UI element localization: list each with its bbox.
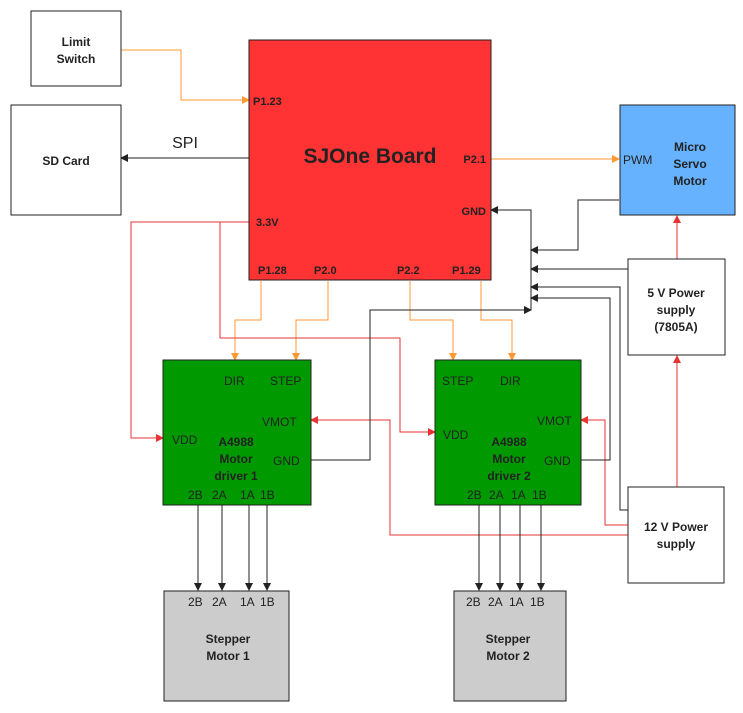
d1-pin-1a: 1A (240, 488, 255, 502)
psu-5v-label-2: supply (657, 303, 696, 317)
d2-pin-step: STEP (442, 374, 473, 388)
sd-card-label: SD Card (42, 154, 89, 168)
d2-pin-1a: 1A (511, 488, 526, 502)
psu-12v-label-1: 12 V Power (644, 520, 708, 534)
s2-pin-1b: 1B (530, 595, 545, 609)
d1-pin-1b: 1B (260, 488, 275, 502)
psu-12v-block: 12 V Power supply (627, 486, 725, 584)
motor-driver-1-block: DIR STEP VMOT VDD GND A4988 Motor driver… (162, 359, 312, 506)
wire-gnd-bus (490, 206, 532, 310)
d2-pin-2b: 2B (467, 488, 482, 502)
limit-switch-block: Limit Switch (30, 10, 122, 87)
d1-pin-gnd: GND (273, 454, 300, 468)
sjone-board-block: SJOne Board P1.23 P2.1 GND 3.3V P1.28 P2… (248, 39, 492, 281)
d1-label-3: driver 1 (214, 469, 258, 483)
wire-3v3-to-vdd2 (219, 222, 436, 436)
pin-p21: P2.1 (463, 154, 486, 166)
d2-pin-vmot: VMOT (537, 414, 572, 428)
s1-pin-1b: 1B (260, 595, 275, 609)
s1-label-2: Motor 1 (206, 649, 250, 663)
motor-driver-2-block: STEP DIR VMOT VDD GND A4988 Motor driver… (434, 359, 582, 506)
d1-label-1: A4988 (218, 435, 254, 449)
psu-5v-label-1: 5 V Power (647, 286, 705, 300)
wire-12v-to-vmot2 (580, 416, 628, 526)
servo-label-2: Servo (673, 157, 706, 171)
wire-12v-gnd (530, 283, 628, 511)
wire-driver2-gnd (530, 294, 611, 461)
wire-12v-to-vmot1 (310, 416, 628, 536)
d2-pin-gnd: GND (544, 454, 571, 468)
s2-pin-2b: 2B (466, 595, 481, 609)
d1-pin-vdd: VDD (172, 433, 198, 447)
pin-p129: P1.29 (452, 265, 481, 277)
s2-label-2: Motor 2 (486, 649, 530, 663)
pin-p123: P1.23 (253, 96, 282, 108)
servo-label-3: Motor (673, 174, 707, 188)
d2-label-1: A4988 (491, 435, 527, 449)
servo-motor-block: PWM Micro Servo Motor (619, 104, 736, 216)
stepper-motor-1-block: 2B 2A 1A 1B Stepper Motor 1 (163, 590, 290, 702)
wire-p128-to-dir1 (231, 281, 262, 361)
wire-3v3-to-vdd1 (130, 221, 249, 442)
d1-pin-2b: 2B (188, 488, 203, 502)
d2-label-3: driver 2 (487, 469, 531, 483)
d2-pin-2a: 2A (489, 488, 504, 502)
psu-5v-label-3: (7805A) (654, 320, 697, 334)
d1-label-2: Motor (219, 452, 253, 466)
d1-pin-step: STEP (270, 374, 301, 388)
pin-3v3: 3.3V (256, 217, 279, 229)
wire-p22-to-step2 (409, 281, 457, 361)
pin-p128: P1.28 (258, 265, 287, 277)
s1-pin-2a: 2A (212, 595, 227, 609)
d2-pin-dir: DIR (500, 374, 521, 388)
d1-pin-vmot: VMOT (262, 415, 297, 429)
s2-label-1: Stepper (486, 632, 531, 646)
pin-p22: P2.2 (397, 265, 420, 277)
wire-servo-gnd (530, 199, 619, 254)
d2-pin-vdd: VDD (443, 428, 469, 442)
wire-limit-to-p123 (121, 49, 250, 104)
d1-pin-2a: 2A (212, 488, 227, 502)
spi-edge-label: SPI (172, 135, 198, 152)
sjone-title: SJOne Board (303, 145, 436, 168)
d1-pin-dir: DIR (224, 374, 245, 388)
s1-pin-2b: 2B (188, 595, 203, 609)
s1-label-1: Stepper (206, 632, 251, 646)
s2-pin-2a: 2A (488, 595, 503, 609)
s2-pin-1a: 1A (509, 595, 524, 609)
sd-card-block: SD Card (10, 104, 122, 216)
s1-pin-1a: 1A (240, 595, 255, 609)
psu-5v-block: 5 V Power supply (7805A) (627, 258, 726, 356)
pin-gnd: GND (462, 206, 487, 218)
servo-pwm-pin: PWM (623, 153, 652, 167)
d2-pin-1b: 1B (532, 488, 547, 502)
psu-12v-label-2: supply (657, 537, 696, 551)
limit-switch-label-2: Switch (57, 52, 96, 66)
wire-p129-to-dir2 (480, 281, 516, 361)
d2-label-2: Motor (492, 452, 526, 466)
stepper-motor-2-block: 2B 2A 1A 1B Stepper Motor 2 (453, 590, 567, 702)
pin-p20: P2.0 (314, 265, 337, 277)
wire-p20-to-step1 (292, 281, 329, 361)
limit-switch-label-1: Limit (62, 35, 91, 49)
servo-label-1: Micro (674, 140, 706, 154)
